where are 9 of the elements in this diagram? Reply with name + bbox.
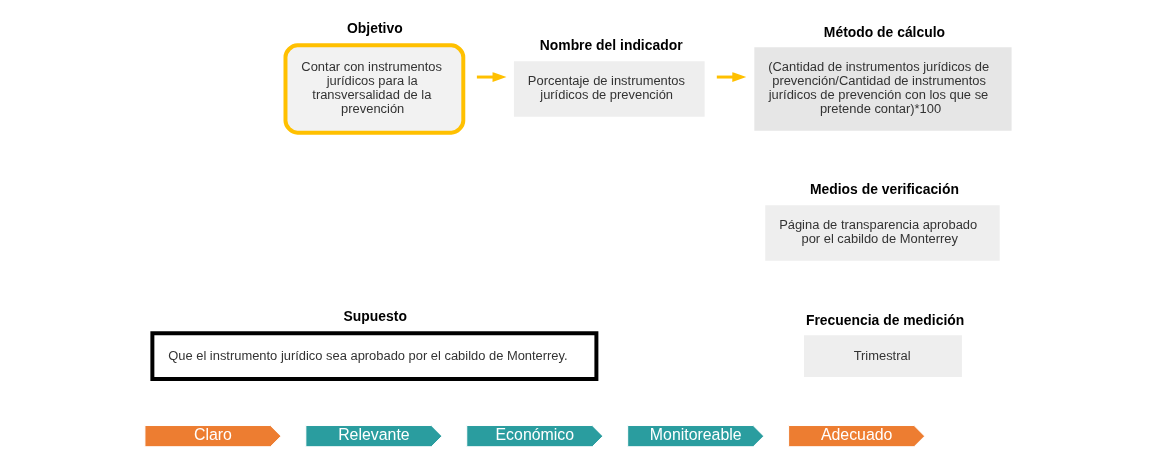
node-box: (Cantidad de instrumentos jurídicos de prevención/Cantidad de instrumentos jurídicos de prevención con los que se pretende contar)*100: [753, 47, 1012, 131]
node-label: Medios de verificación: [809, 181, 959, 198]
node-label: Frecuencia de medición: [805, 311, 964, 328]
arrow: [476, 72, 506, 82]
arrow: [716, 72, 746, 82]
node-label: Método de cálculo: [823, 23, 945, 40]
node-label: Supuesto: [343, 307, 407, 324]
node-label: Nombre del indicador: [539, 37, 683, 54]
node-label: Objetivo: [346, 19, 403, 36]
